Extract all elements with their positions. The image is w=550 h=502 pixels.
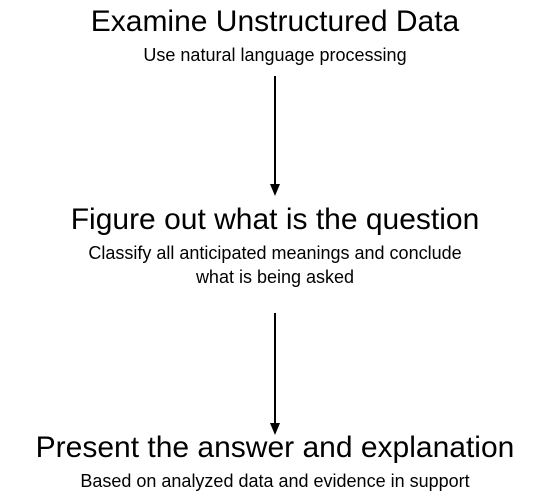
step-description: Classify all anticipated meanings and co… [0, 241, 550, 289]
step-present-answer: Present the answer and explanation Based… [0, 431, 550, 493]
down-arrow-icon [270, 76, 280, 196]
step-description-line: what is being asked [195, 267, 355, 287]
step-examine-data: Examine Unstructured Data Use natural la… [0, 5, 550, 67]
down-arrow-icon [270, 313, 280, 435]
step-description-line: Classify all anticipated meanings and co… [88, 243, 462, 263]
step-title: Examine Unstructured Data [90, 5, 460, 38]
step-title: Present the answer and explanation [35, 431, 515, 464]
step-description: Use natural language processing [143, 45, 407, 65]
step-title: Figure out what is the question [70, 203, 480, 236]
step-description: Based on analyzed data and evidence in s… [80, 471, 470, 491]
step-figure-question: Figure out what is the question Classify… [0, 203, 550, 289]
